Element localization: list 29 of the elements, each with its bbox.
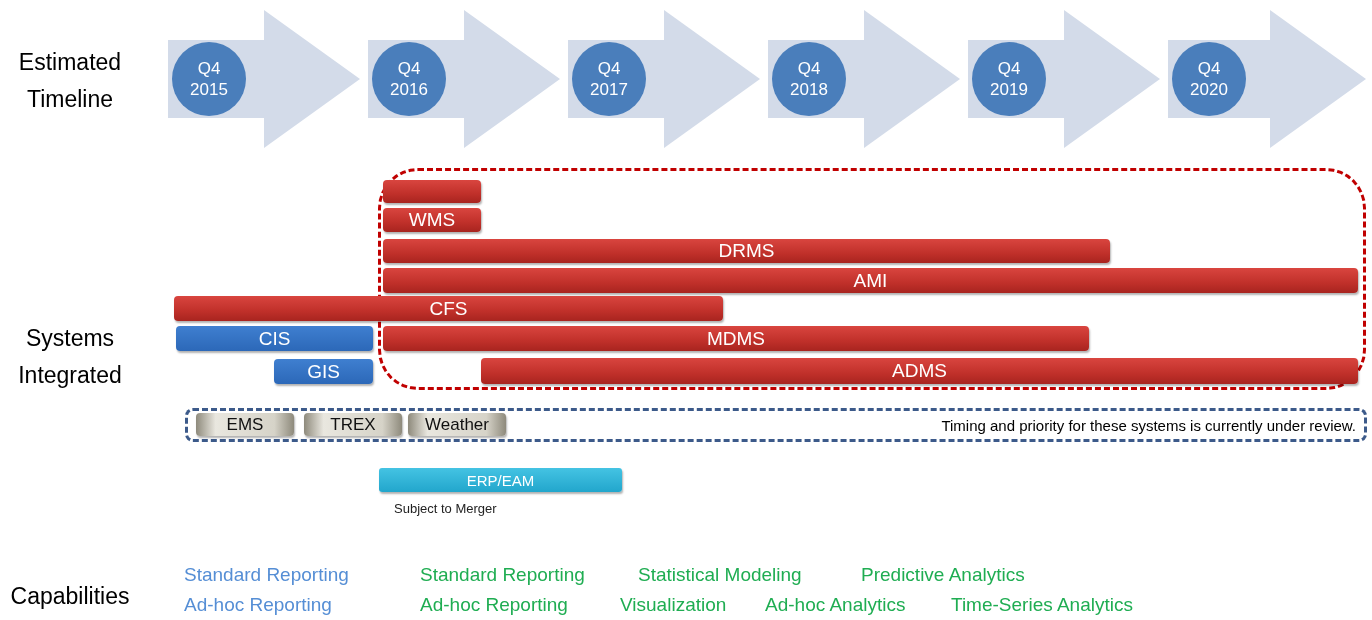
row-heading: Systems Integrated [17,324,123,390]
capability-label: Visualization [620,594,727,616]
bar-note: Subject to Merger [394,500,498,518]
capability-label: Standard Reporting [184,564,349,586]
system-bar: Weather [408,413,506,436]
capability-label: Ad-hoc Analytics [765,594,906,616]
system-bar: MDMS [383,326,1089,351]
review-frame [185,408,1367,442]
capability-label: Ad-hoc Reporting [420,594,568,616]
system-bar: AMI [383,268,1358,293]
system-bar: GIS [274,359,373,384]
system-bar: DRMS [383,239,1110,263]
row-heading: Estimated Timeline [17,48,123,114]
review-note: Timing and priority for these systems is currently under review. [941,416,1357,434]
system-bar: CFS [174,296,723,321]
capability-label: Standard Reporting [420,564,585,586]
system-group-frame [378,168,1366,390]
system-bar: TREX [304,413,402,436]
system-bar: EMS [196,413,294,436]
system-bar: CIS [176,326,373,351]
capability-label: Ad-hoc Reporting [184,594,332,616]
capability-label: Predictive Analytics [861,564,1025,586]
system-bar: WMS [383,208,481,232]
capability-label: Time-Series Analytics [951,594,1133,616]
system-bar [383,180,481,203]
system-bar: ADMS [481,358,1358,384]
row-heading: Capabilities [9,582,131,611]
capability-label: Statistical Modeling [638,564,802,586]
system-bar: ERP/EAM [379,468,622,492]
